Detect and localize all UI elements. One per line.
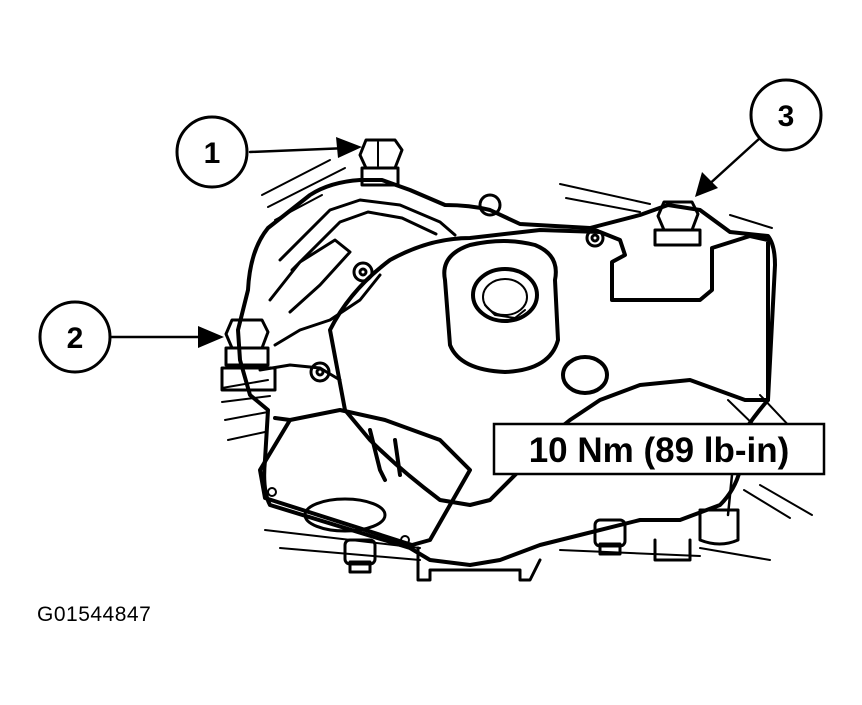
pickup-flange [258,408,472,547]
callout-circle-1 [175,115,249,189]
bolt-2 [220,318,277,392]
figure-id: G01544847 [37,603,152,626]
mounting-bosses [309,193,605,383]
callout-label-2: 2 [67,322,84,355]
callout-label-1: 1 [204,137,221,170]
arrowhead-2 [198,326,224,348]
callout-circle-3 [749,78,823,152]
callout-circle-2 [38,300,112,374]
outlet-spigot [442,239,560,374]
o-ring [561,355,609,395]
arrowhead-1 [336,137,362,158]
bolt-1 [358,138,404,187]
torque-box [492,422,826,476]
leader-lines [108,136,762,517]
torque-label: 10 Nm (89 lb-in) [529,431,790,470]
lower-bolts [343,508,740,582]
engine-block-lines [221,159,813,561]
callout-label-3: 3 [778,100,795,133]
bolt-3 [653,200,702,247]
arrowhead-3 [695,172,718,197]
pump-cover [328,228,770,507]
